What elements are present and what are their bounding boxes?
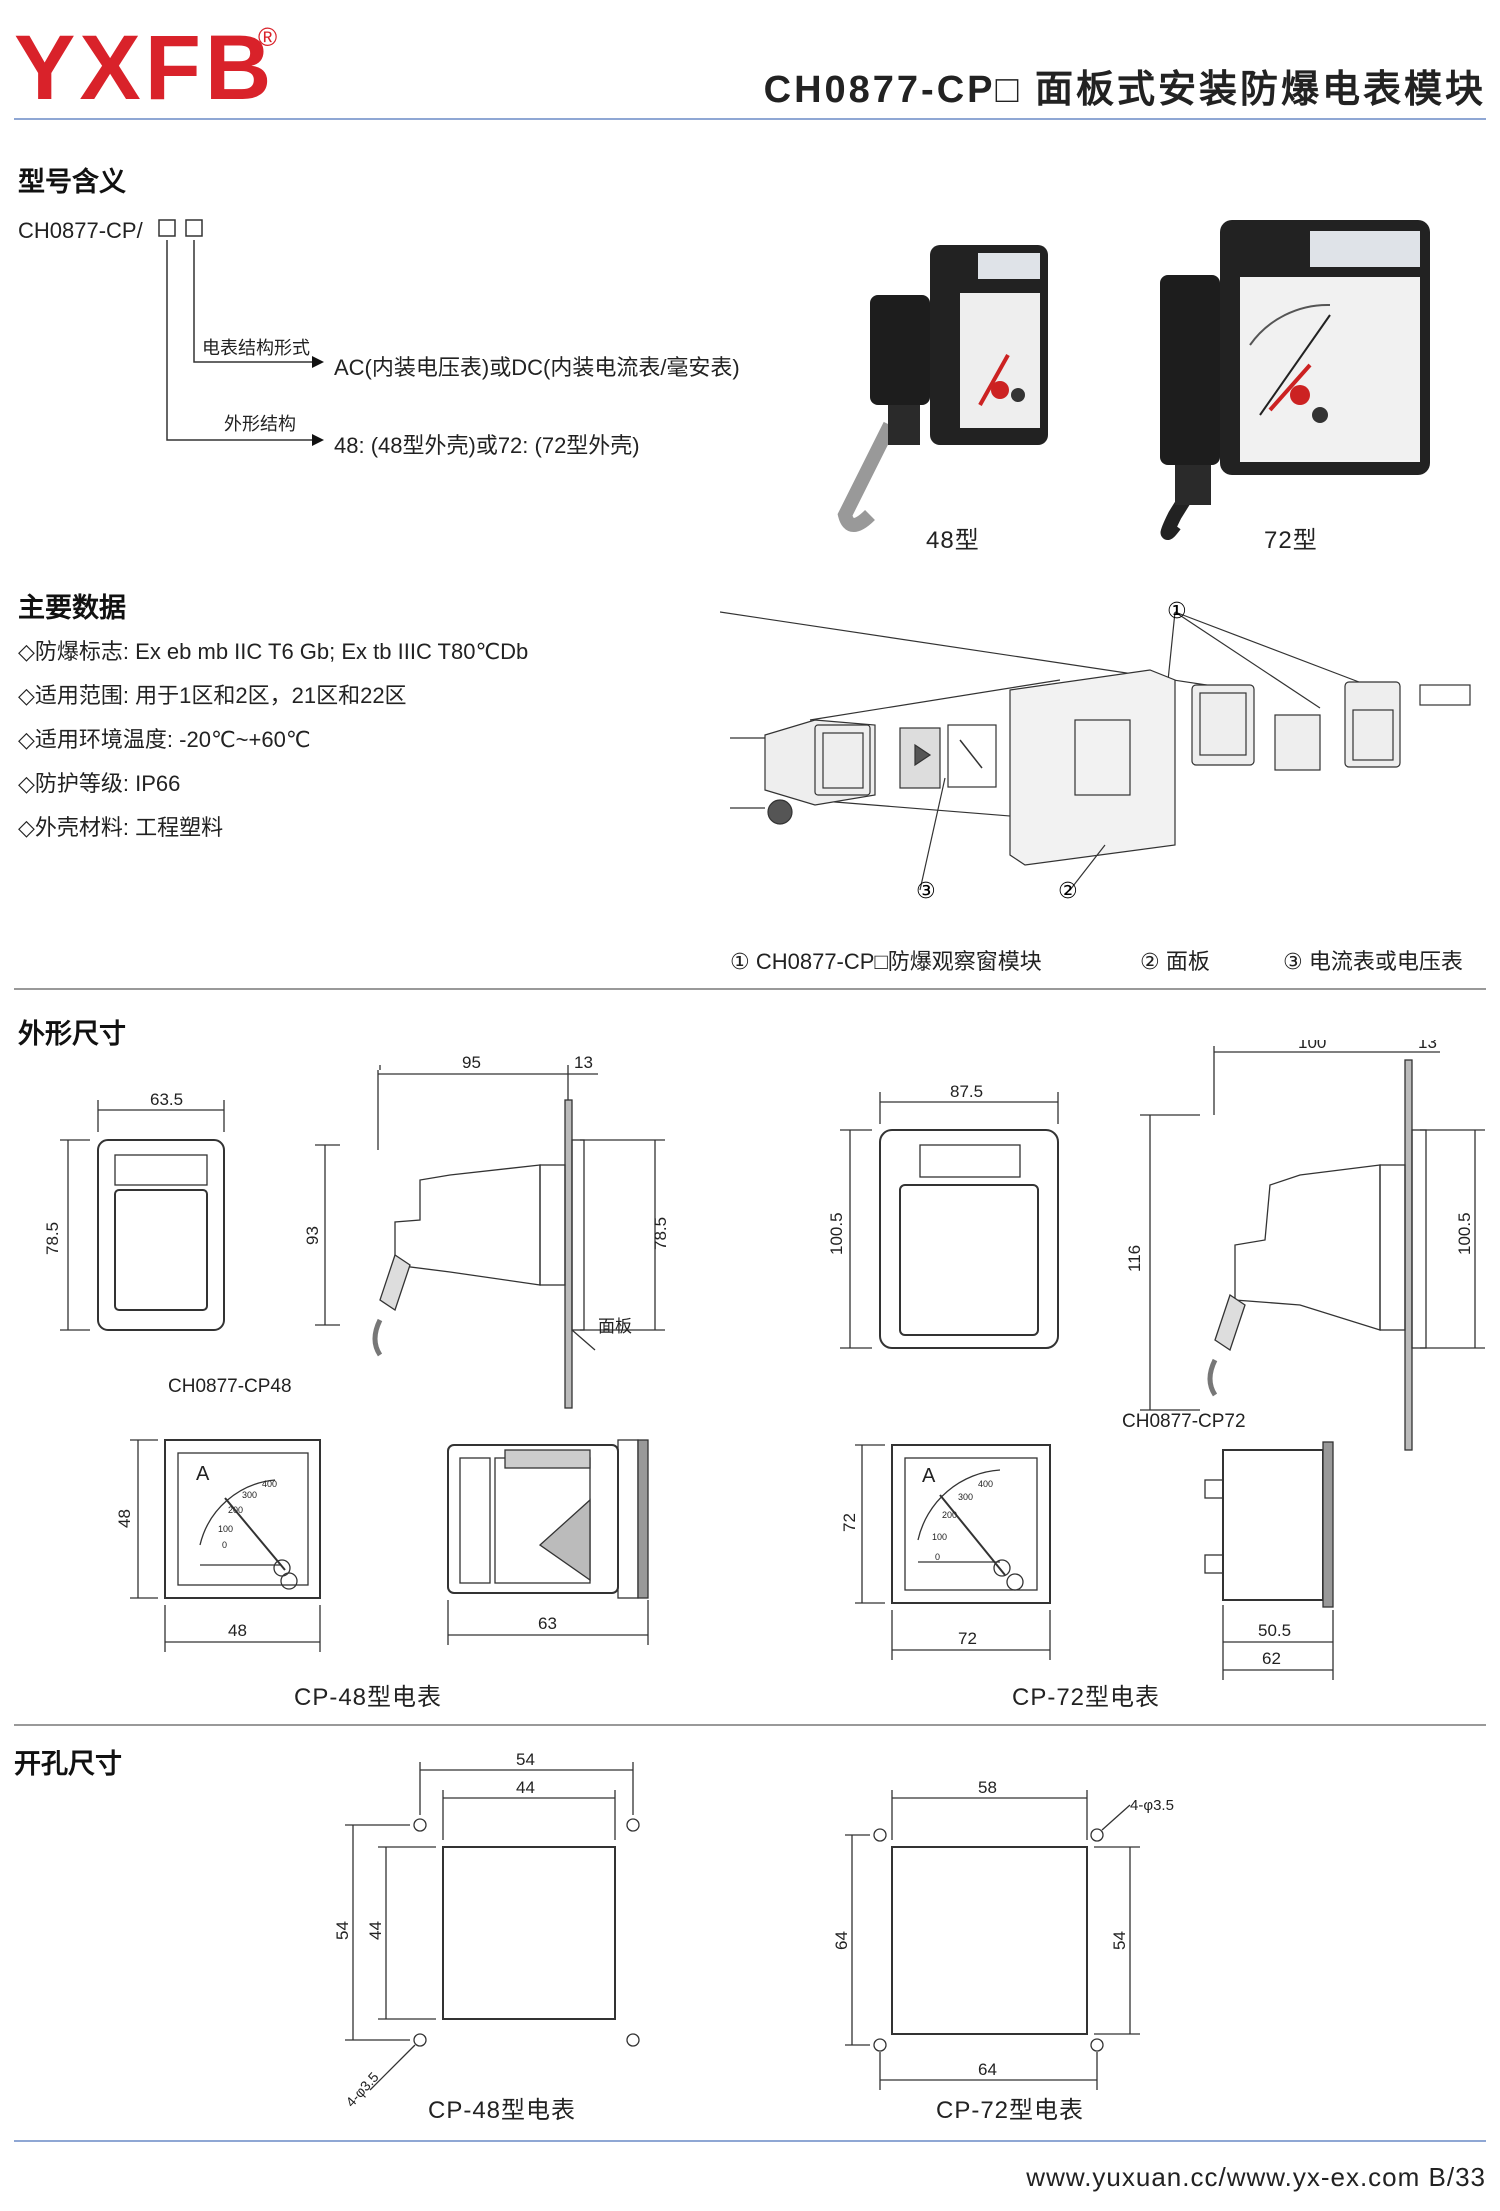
dimensions-heading: 外形尺寸 (18, 1019, 126, 1049)
legend-meter: ③ 电流表或电压表 (1283, 949, 1463, 974)
model-code: CH0877-CP/ (18, 218, 143, 243)
meter48-width: 48 (228, 1621, 247, 1640)
meter48-scale-400: 400 (262, 1479, 277, 1489)
brand-logo: YXFB (14, 17, 276, 119)
cutout48-inner-width: 44 (516, 1778, 535, 1797)
meter72-height: 72 (840, 1513, 859, 1532)
meter72-depth-inner: 50.5 (1258, 1621, 1291, 1640)
cp48-side-height: 93 (303, 1226, 322, 1245)
cp48-front-height: 78.5 (43, 1222, 62, 1255)
page-title: CH0877-CP□ 面板式安装防爆电表模块 (763, 69, 1486, 111)
meter72-width: 72 (958, 1629, 977, 1648)
meter72-caption: CP-72型电表 (1012, 1684, 1161, 1711)
spec-housing-material: ◇外壳材料: 工程塑料 (18, 815, 224, 840)
spec-protection-grade: ◇防护等级: IP66 (18, 771, 181, 796)
footer-text: www.yuxuan.cc/www.yx-ex.com B/33 (1026, 2162, 1486, 2192)
meter72-scale-300: 300 (958, 1492, 973, 1502)
cp72-side-front-height: 100.5 (1455, 1212, 1474, 1255)
cutout72-holes: 4-φ3.5 (1130, 1797, 1174, 1814)
cutout72-outer-height: 64 (832, 1931, 851, 1950)
cutout48-outer-width: 54 (516, 1750, 535, 1769)
cutout72-inner-height: 54 (1110, 1931, 1129, 1950)
meter72-scale-200: 200 (942, 1510, 957, 1520)
legend-window-module: ① CH0877-CP□防爆观察窗模块 (730, 949, 1042, 974)
section-divider-2 (14, 1724, 1486, 1726)
cutout72-outer-width: 58 (978, 1778, 997, 1797)
spec-application-zone: ◇适用范围: 用于1区和2区，21区和22区 (18, 683, 407, 708)
cutout72-caption: CP-72型电表 (936, 2097, 1085, 2124)
cp48-side-depth: 95 (462, 1053, 481, 1072)
exploded-view-diagram: ① ② ③ (720, 598, 1471, 903)
meter48-scale-0: 0 (222, 1540, 227, 1550)
cp72-side-height: 116 (1125, 1245, 1144, 1272)
cutout72-bottom-width: 64 (978, 2060, 997, 2079)
section-divider-1 (14, 988, 1486, 990)
cp72-front-height: 100.5 (827, 1212, 846, 1255)
model-code-tree (158, 219, 324, 446)
meter72-scale-100: 100 (932, 1532, 947, 1542)
cp72-side-depth: 100 (1298, 1040, 1326, 1052)
meter48-height: 48 (115, 1509, 134, 1528)
cp48-front-width: 63.5 (150, 1090, 183, 1109)
photo-72-type (1160, 220, 1430, 540)
meter72-depth: 62 (1262, 1649, 1281, 1668)
cp72-name: CH0877-CP72 (1122, 1411, 1246, 1432)
cutout-drawings: 54 44 54 44 4-φ3.5 58 64 64 54 4-φ3.5 (333, 1750, 1174, 2110)
value-shape-structure: 48: (48型外壳)或72: (72型外壳) (334, 433, 640, 458)
spec-list: ◇防爆标志: Ex eb mb IIC T6 Gb; Ex tb IIIC T8… (18, 630, 528, 850)
meter48-scale-200: 200 (228, 1505, 243, 1515)
meter48-unit: A (196, 1463, 210, 1485)
product-photos (837, 220, 1430, 540)
legend-panel: ② 面板 (1140, 949, 1210, 974)
callout-2: ② (1058, 878, 1078, 903)
meter72-unit: A (922, 1465, 936, 1487)
footer-rule (14, 2140, 1486, 2142)
meter72-scale-0: 0 (935, 1552, 940, 1562)
cp72-side-flange: 13 (1418, 1040, 1437, 1052)
dimension-drawings: 63.5 78.5 95 13 93 78.5 面板 CH0877-CP48 8… (43, 1040, 1485, 1680)
registered-mark: ® (258, 22, 278, 52)
meter48-depth: 63 (538, 1614, 557, 1633)
header-rule (14, 118, 1486, 120)
cutout-heading: 开孔尺寸 (14, 1749, 122, 1779)
callout-1: ① (1167, 598, 1187, 623)
cp48-side-front-height: 78.5 (651, 1217, 670, 1250)
cutout48-caption: CP-48型电表 (428, 2097, 577, 2124)
cp48-side-flange: 13 (574, 1053, 593, 1072)
meter48-caption: CP-48型电表 (294, 1684, 443, 1711)
meter72-scale-400: 400 (978, 1479, 993, 1489)
photo-72-caption: 72型 (1264, 527, 1318, 554)
label-shape-structure: 外形结构 (224, 414, 296, 434)
cutout48-outer-height: 54 (333, 1921, 352, 1940)
spec-ambient-temp: ◇适用环境温度: -20℃~+60℃ (18, 727, 311, 752)
cutout48-holes: 4-φ3.5 (342, 2069, 381, 2110)
spec-explosion-mark: ◇防爆标志: Ex eb mb IIC T6 Gb; Ex tb IIIC T8… (18, 639, 529, 664)
main-data-heading: 主要数据 (18, 593, 126, 623)
photo-48-type (837, 245, 1048, 532)
meter48-scale-100: 100 (218, 1524, 233, 1534)
cp48-name: CH0877-CP48 (168, 1376, 292, 1397)
meter48-scale-300: 300 (242, 1490, 257, 1500)
cutout48-inner-height: 44 (366, 1921, 385, 1940)
callout-3: ③ (916, 878, 936, 903)
model-meaning-heading: 型号含义 (18, 167, 126, 197)
cp48-panel-label: 面板 (598, 1317, 632, 1336)
value-meter-structure: AC(内装电压表)或DC(内装电流表/毫安表) (334, 355, 740, 380)
photo-48-caption: 48型 (926, 527, 980, 554)
label-meter-structure: 电表结构形式 (202, 338, 310, 358)
cp72-front-width: 87.5 (950, 1082, 983, 1101)
